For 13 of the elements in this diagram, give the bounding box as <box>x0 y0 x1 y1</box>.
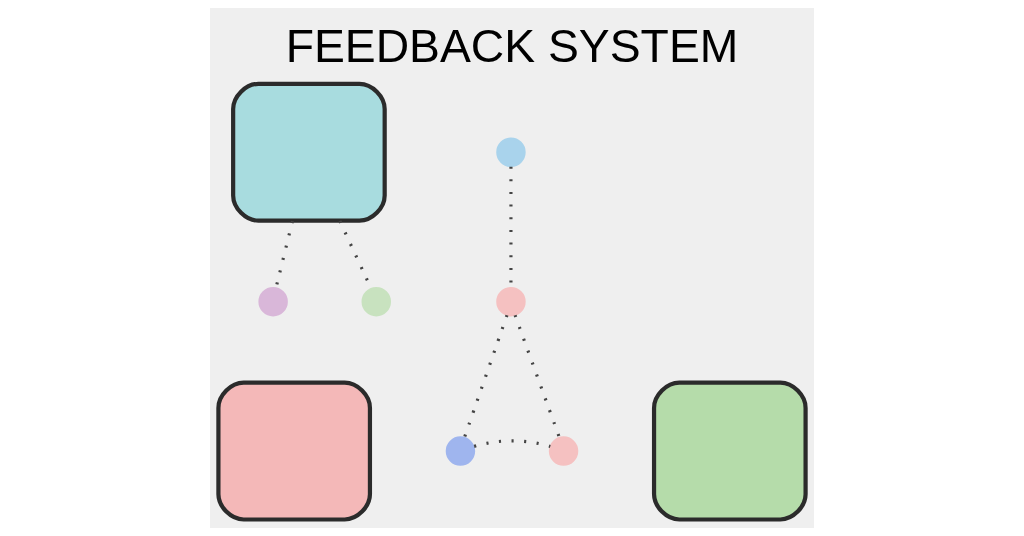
node-circle <box>496 286 526 317</box>
node-circle <box>258 286 288 317</box>
connector <box>473 439 551 448</box>
node-circle <box>361 286 391 317</box>
diagram-title: FEEDBACK SYSTEM <box>285 19 739 72</box>
node-person <box>231 81 387 223</box>
node-circle <box>548 436 579 466</box>
node-circle <box>445 436 476 466</box>
connector <box>463 314 509 438</box>
node-person <box>651 380 808 522</box>
node-circle <box>496 137 526 167</box>
connector <box>513 314 561 438</box>
node-person <box>216 380 373 522</box>
